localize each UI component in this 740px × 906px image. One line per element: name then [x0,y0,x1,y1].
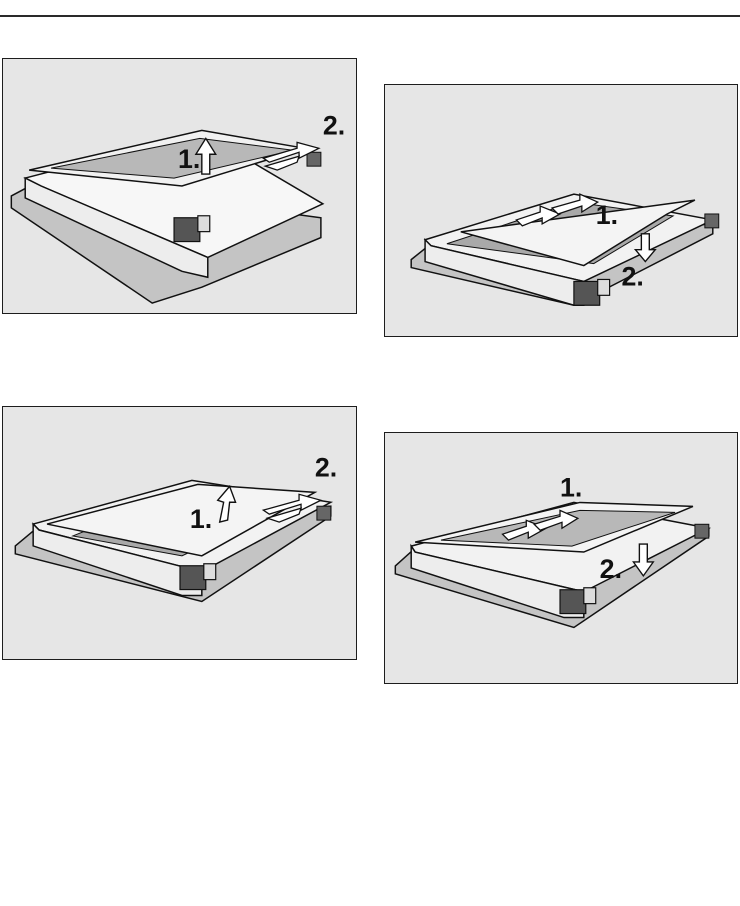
hinge-clip [584,588,596,604]
step-1-label: 1. [190,504,212,534]
rear-clip [705,214,719,228]
step-1-label: 1. [596,200,618,230]
header-rule [0,15,740,17]
step-2-label: 2. [315,452,337,482]
rear-clip [695,524,709,538]
rear-clip [317,506,331,520]
door-illustration: 1. 2. [385,433,737,683]
hinge-block [180,566,206,590]
hinge-clip [198,216,210,232]
door-illustration: 1. 2. [385,85,737,336]
figure-bottom-left: 1. 2. [2,406,357,660]
hinge-clip [598,279,610,295]
door-illustration: 1. 2. [3,407,356,659]
step-1-label: 1. [178,144,200,174]
step-1-label: 1. [560,472,582,502]
hinge-clip [204,564,216,580]
rear-clip [307,152,321,166]
door-illustration: 1. 2. [3,59,356,313]
hinge-block [174,218,200,242]
hinge-block [560,590,586,614]
figure-bottom-right: 1. 2. [384,432,738,684]
step-2-label: 2. [323,110,345,140]
figure-top-left: 1. 2. [2,58,357,314]
figure-top-right: 1. 2. [384,84,738,337]
step-2-label: 2. [600,554,622,584]
hinge-block [574,281,600,305]
step-2-label: 2. [622,261,644,291]
